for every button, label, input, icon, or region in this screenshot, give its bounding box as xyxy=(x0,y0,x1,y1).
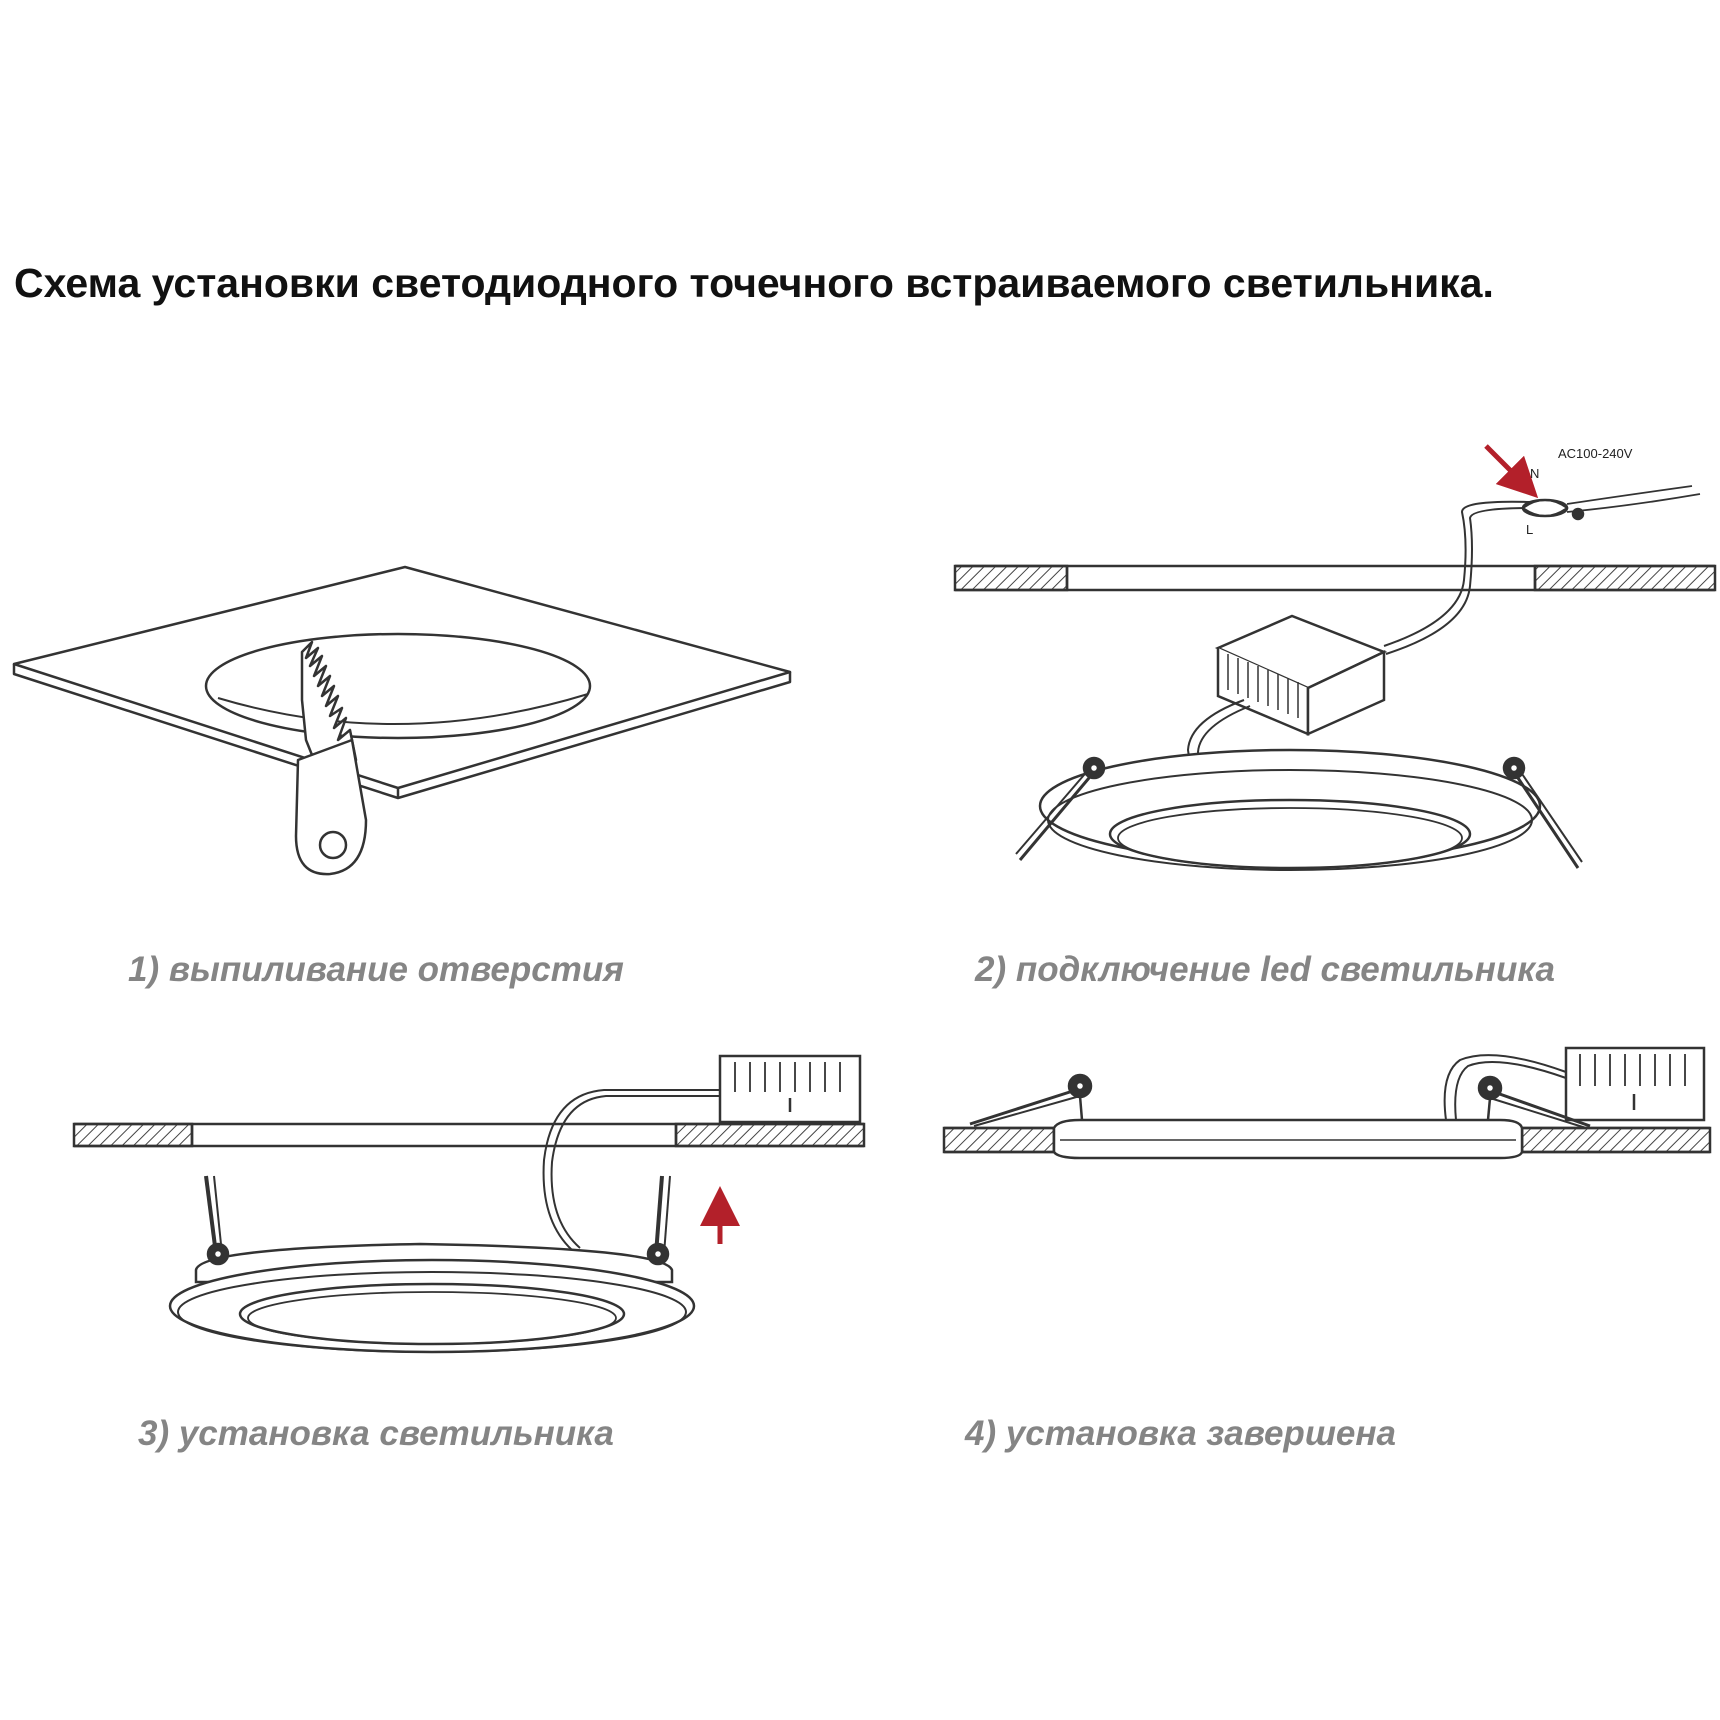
led-lamp xyxy=(168,1242,696,1354)
step-3-illustration xyxy=(72,1054,866,1354)
neutral-label: N xyxy=(1530,466,1539,481)
lamp-cable xyxy=(1443,1054,1567,1121)
spring-clip-right xyxy=(646,1175,671,1266)
step-1-caption: 1) выпиливание отверстия xyxy=(128,950,624,989)
spring-clip-right xyxy=(1477,1075,1591,1129)
step-1-illustration xyxy=(12,565,792,876)
step-2-caption: 2) подключение led светильника xyxy=(975,950,1555,989)
power-cable xyxy=(1383,500,1531,647)
saw-handle xyxy=(294,738,368,876)
step-3-caption: 3) установка светильника xyxy=(138,1414,614,1453)
lamp-cable xyxy=(542,1089,720,1251)
led-driver-box xyxy=(1564,1046,1706,1122)
spring-clip-left xyxy=(204,1175,230,1266)
step-4-caption: 4) установка завершена xyxy=(965,1414,1397,1453)
page-title: Схема установки светодиодного точечного … xyxy=(14,260,1494,306)
led-driver-box xyxy=(1214,614,1388,736)
led-lamp xyxy=(1038,748,1542,871)
live-label: L xyxy=(1526,522,1533,537)
led-driver-box xyxy=(718,1054,862,1124)
step-4-illustration xyxy=(942,1046,1712,1160)
cut-hole xyxy=(204,632,592,740)
spring-clip-left xyxy=(969,1073,1093,1127)
spring-clip-left xyxy=(1015,756,1106,861)
spring-clip-right xyxy=(1502,756,1583,869)
wire-junction xyxy=(1521,485,1701,521)
step-2-illustration xyxy=(953,444,1717,871)
installed-led-lamp xyxy=(1052,1118,1524,1160)
voltage-label: AC100-240V xyxy=(1558,446,1633,461)
connection-arrow-icon xyxy=(1484,444,1539,499)
